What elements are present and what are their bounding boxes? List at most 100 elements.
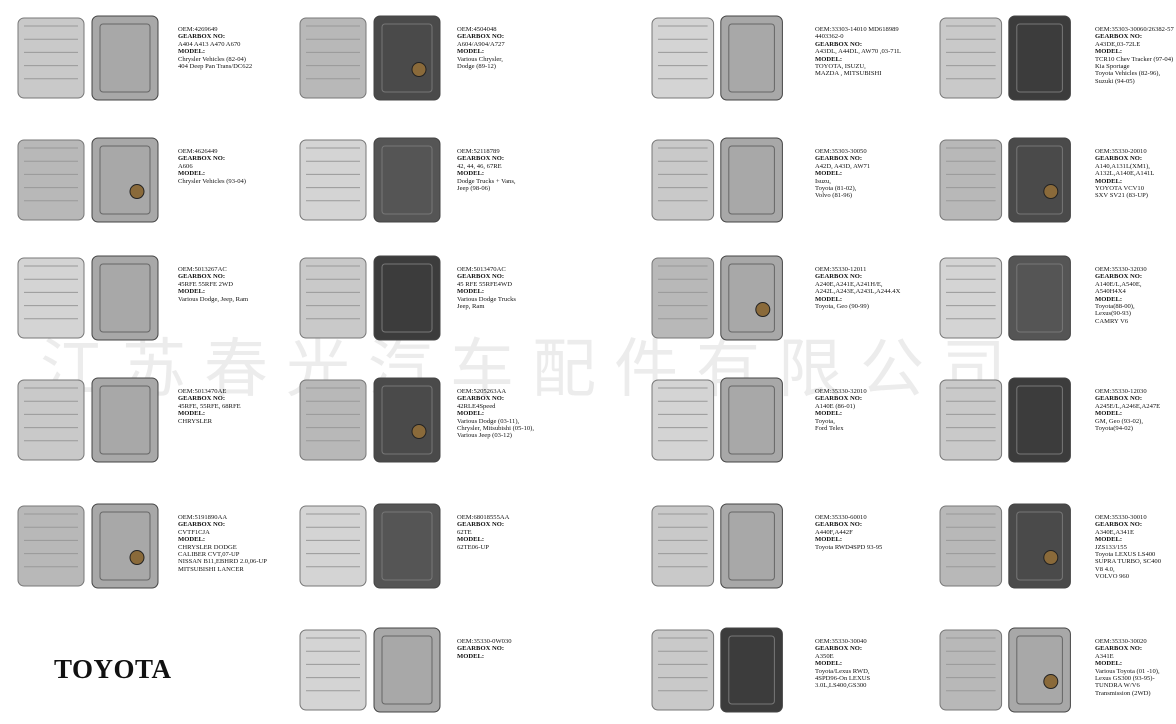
gearbox-label: GEARBOX NO: [1095,521,1143,529]
model-value: TCR10 Chev Tracker (97-04) Kia Sportage … [1095,55,1174,85]
model-value: Various Dodge, Jeep, Ram [178,295,249,303]
filter-image [936,132,1076,233]
oem-number: OEM:4269649 [178,26,218,33]
model-value: Toyota RWD4SPD 93-95 [815,543,883,551]
gearbox-label: GEARBOX NO: [1095,33,1143,41]
oem-number: OEM:35330-30040 [815,638,867,645]
oem-number: OEM:35330-30010 [1095,514,1147,521]
filter-image [14,250,164,351]
gearbox-value: A43DL, A44DL, AW70 ,03-71L [815,48,901,56]
oem-number: OEM:52118789 [457,148,500,155]
gearbox-label: GEARBOX NO: [815,521,863,529]
gearbox-label: GEARBOX NO: [815,395,863,403]
gearbox-value: A341E [1095,652,1114,660]
oem-number: OEM:5205263AA [457,388,507,395]
oem-number: OEM:68018555AA [457,514,510,521]
brand-heading: TOYOTA [54,654,172,684]
gearbox-value: A340E,A341E [1095,528,1135,536]
filter-image [14,10,164,111]
model-label: MODEL: [178,48,206,56]
gearbox-value: A42D, A43D, AW71 [815,162,871,170]
filter-image [14,498,164,599]
oem-number: OEM:35330-32030 [1095,266,1147,273]
gearbox-label: GEARBOX NO: [457,521,505,529]
gearbox-label: GEARBOX NO: [457,395,505,403]
gearbox-label: GEARBOX NO: [178,155,226,163]
model-label: MODEL: [1095,48,1123,56]
model-value: GM, Geo (93-02), Toyota(94-02) [1095,417,1143,433]
gearbox-value: CVTF1CJA [178,528,210,536]
oem-number: OEM:35330-30020 [1095,638,1147,645]
filter-image [936,498,1076,599]
model-label: MODEL: [457,48,485,56]
oem-number: OEM:35330-60010 [815,514,867,521]
oem-number: OEM:33303-14010 MD618989 4403362-0 [815,26,899,41]
oem-number: OEM:35330-0W030 [457,638,512,645]
gearbox-value: A140,A131L(XM1), A132L,A140E,A141L [1095,162,1155,178]
gearbox-label: GEARBOX NO: [1095,273,1143,281]
gearbox-value: A606 [178,162,193,170]
filter-image [648,132,788,233]
filter-image [648,372,788,473]
gearbox-value: A240E,A241E,A241H/E, A242L,A243E,A243L,A… [815,280,901,296]
oem-number: OEM:35303-30050 [815,148,867,155]
model-value: JZS133/155 Toyota LEXUS LS400 SUPRA TURB… [1095,543,1162,581]
model-label: MODEL: [1095,660,1123,668]
gearbox-value: A404 A413 A470 A670 [178,40,241,48]
gearbox-value: 42RLE4Speed [457,402,496,410]
gearbox-label: GEARBOX NO: [815,645,863,653]
model-value: Various Dodge (03-11), Chrysler, Mitsubi… [457,417,535,440]
model-label: MODEL: [815,295,843,303]
model-label: MODEL: [815,55,843,63]
oem-number: OEM:5013267AC [178,266,227,273]
model-label: MODEL: [178,170,206,178]
filter-image [936,372,1076,473]
gearbox-value: A440F,A442F [815,528,853,536]
model-value: Various Toyota (01 -10), Lexus GS300 (93… [1095,667,1160,697]
model-value: Chrysler Vehicles (82-04) 404 Deep Pan T… [178,55,253,71]
model-label: MODEL: [178,288,206,296]
model-label: MODEL: [178,410,206,418]
model-value: Various Chrysler, Dodge (89-12) [457,55,503,71]
model-value: Chrysler Vehicles (93-04) [178,177,246,185]
gearbox-label: GEARBOX NO: [815,155,863,163]
gearbox-label: GEARBOX NO: [457,155,505,163]
gearbox-label: GEARBOX NO: [457,33,505,41]
oem-number: OEM:35330-20010 [1095,148,1147,155]
gearbox-value: 62TE [457,528,472,536]
model-label: MODEL: [815,660,843,668]
gearbox-label: GEARBOX NO: [178,33,226,41]
filter-image [296,132,446,233]
model-value: CHRYSLER [178,417,213,425]
oem-number: OEM:4626449 [178,148,218,155]
gearbox-label: GEARBOX NO: [815,40,863,48]
model-label: MODEL: [457,410,485,418]
model-label: MODEL: [815,536,843,544]
gearbox-label: GEARBOX NO: [178,395,226,403]
filter-image [296,622,446,723]
filter-image [936,10,1076,111]
model-value: Toyota/Lexus RWD, 4SPD96-On LEXUS 3.0L,L… [815,667,871,690]
gearbox-value: A245E/L,A246E,A247E [1095,402,1161,410]
oem-number: OEM:5191890AA [178,514,228,521]
model-label: MODEL: [178,536,206,544]
gearbox-label: GEARBOX NO: [1095,645,1143,653]
model-label: MODEL: [815,410,843,418]
gearbox-value: 45RFE, 55RFE, 68RFE [178,402,241,410]
